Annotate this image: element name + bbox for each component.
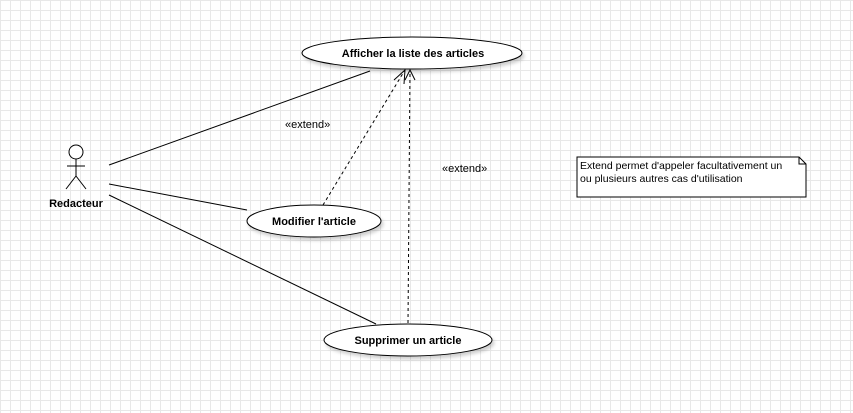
use-case-ellipse [323, 323, 493, 357]
extend-line-modify[interactable] [322, 69, 406, 206]
actor-redacteur[interactable]: Redacteur [49, 144, 104, 210]
extend-arrowhead-modify [393, 68, 406, 85]
note-line-2: ou plusieurs autres cas d'utilisation [580, 173, 743, 185]
note[interactable]: Extend permet d'appeler facultativement … [576, 156, 807, 198]
extend-label-delete: «extend» [442, 163, 487, 175]
extend-arrowhead-delete [404, 68, 416, 81]
use-case-modify-article[interactable]: Modifier l'article [246, 204, 382, 238]
association-delete[interactable] [108, 194, 377, 325]
use-case-delete-article[interactable]: Supprimer un article [323, 323, 493, 357]
stick-figure-icon [65, 144, 87, 190]
use-case-ellipse [301, 36, 523, 70]
note-box [576, 156, 807, 198]
use-case-list-articles[interactable]: Afficher la liste des articles [301, 36, 523, 70]
extend-label-modify: «extend» [285, 119, 330, 131]
association-list[interactable] [108, 70, 371, 166]
note-line-1: Extend permet d'appeler facultativement … [580, 160, 782, 172]
use-case-label: Supprimer un article [355, 335, 462, 347]
association-modify[interactable] [108, 183, 248, 211]
actor-name: Redacteur [49, 198, 104, 210]
use-case-label: Modifier l'article [272, 216, 356, 228]
note-fold-corner [798, 157, 806, 165]
use-case-label: Afficher la liste des articles [342, 48, 484, 60]
use-case-ellipse [246, 204, 382, 238]
extend-line-delete[interactable] [407, 69, 411, 324]
